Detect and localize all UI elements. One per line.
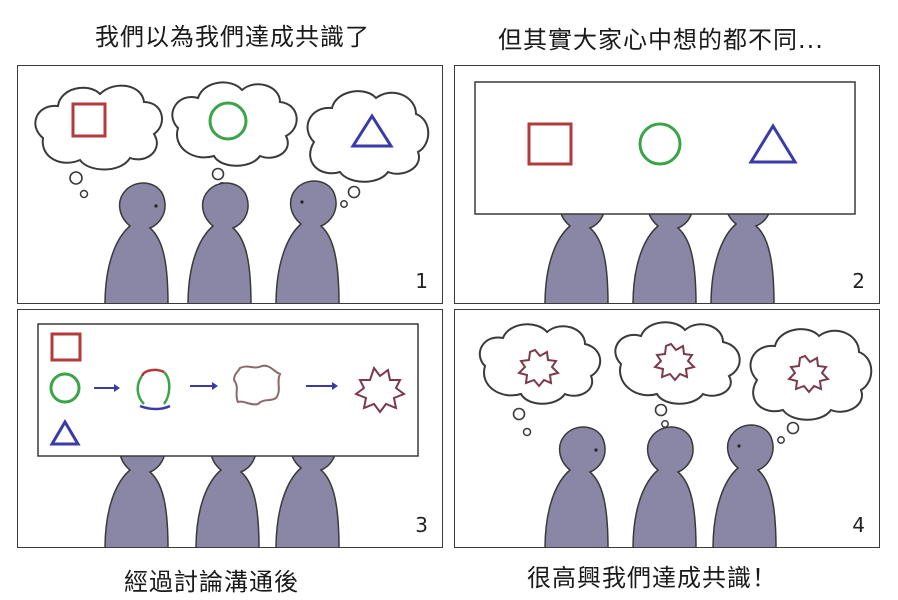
consensus-burst-shape [353,365,407,414]
consensus-burst-icon [787,354,830,394]
circle-shape [208,101,248,141]
panel-number: 4 [852,513,865,537]
comic-panel-4: 4 [454,309,880,548]
thought-bubble-middle [171,81,298,190]
triangle-shape [748,123,798,164]
person-right [712,424,777,547]
panel-3-illustration [37,323,419,547]
person-left [544,426,609,547]
panel-number: 1 [415,269,428,293]
circle-shape [638,122,682,166]
consensus-burst-icon [517,348,560,388]
thought-bubble-right [306,90,430,208]
comic-panel-1: 1 [17,65,443,304]
panel-4-illustration [478,321,873,547]
thought-bubble-middle [614,321,741,428]
person-middle [187,182,252,303]
caption-bottom-left: 經過討論溝通後 [124,568,299,596]
thought-bubble-right [749,328,873,444]
comic-panel-3: 3 [17,309,443,548]
shared-idea-box [474,81,856,215]
caption-top-right: 但其實大家心中想的都不同... [498,26,824,54]
consensus-burst-icon [653,342,696,382]
thought-bubble-left [478,323,601,437]
panel-number: 3 [415,513,428,537]
circle-shape [49,372,81,404]
arrow-2 [190,382,218,390]
person-left [104,182,169,303]
caption-top-left: 我們以為我們達成共識了 [95,23,370,51]
square-shape [50,332,82,362]
blob-shape [232,364,282,406]
thought-bubble-left [34,84,163,199]
triangle-shape [350,113,394,148]
person-middle [632,426,697,547]
arrow-1 [94,384,120,392]
person-right [275,180,340,303]
panel-1-illustration [34,81,430,303]
panel-2-illustration [474,81,856,303]
arrow-3 [306,382,338,390]
square-shape [527,122,573,166]
square-shape [71,102,107,138]
caption-bottom-right: 很高興我們達成共識！ [527,564,777,592]
triangle-shape [49,419,81,446]
discussion-box [37,323,419,457]
comic-panel-2: 2 [454,65,880,304]
panel-number: 2 [852,269,865,293]
merged-shape [136,368,171,411]
